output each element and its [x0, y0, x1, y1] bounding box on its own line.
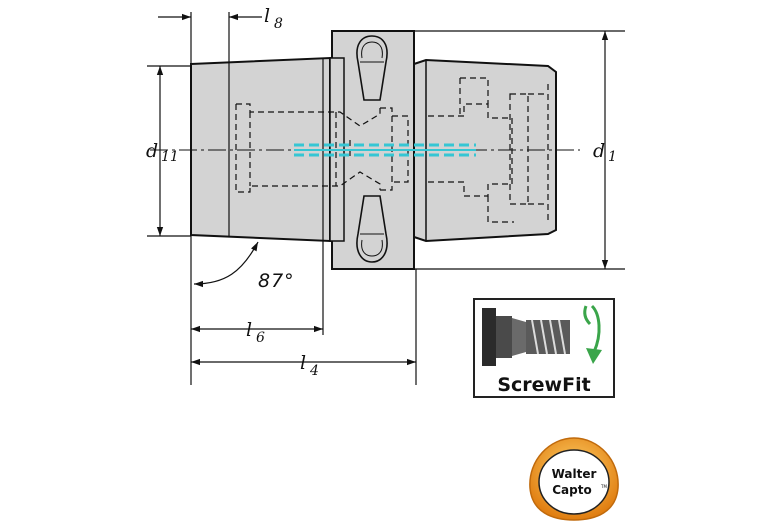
adapter-body [150, 30, 580, 270]
svg-text:4: 4 [309, 363, 319, 379]
svg-text:1: 1 [608, 149, 617, 165]
coolant-channel [294, 143, 476, 157]
svg-text:8: 8 [274, 16, 283, 32]
rotation-arrow-icon [583, 304, 602, 364]
walter-capto-logo: Walter Capto TM [529, 437, 619, 521]
angle-label: 87° [258, 270, 295, 292]
svg-text:6: 6 [256, 330, 265, 346]
logo-tm: TM [600, 484, 607, 489]
screwfit-badge: ScrewFit [473, 298, 615, 398]
dim-label-d11: d 11 [146, 140, 179, 165]
svg-text:l: l [300, 352, 306, 374]
logo-line2: Capto [552, 483, 591, 497]
dim-label-l6: l 6 [246, 319, 265, 346]
svg-text:d: d [593, 140, 605, 162]
dim-label-d1: d 1 [593, 140, 617, 165]
svg-text:d: d [146, 140, 158, 162]
dim-label-l8: l 8 [264, 5, 283, 32]
hidden-lines [235, 77, 549, 223]
screwfit-label: ScrewFit [497, 374, 590, 396]
svg-text:l: l [264, 5, 270, 27]
svg-text:l: l [246, 319, 252, 341]
bottom-clamp-lug [356, 195, 388, 263]
logo-line1: Walter [552, 467, 597, 481]
screwfit-icon [482, 308, 570, 366]
dim-label-l4: l 4 [300, 352, 319, 379]
dimension-lines [147, 12, 625, 385]
svg-text:11: 11 [161, 149, 179, 165]
top-clamp-lug [356, 35, 388, 101]
